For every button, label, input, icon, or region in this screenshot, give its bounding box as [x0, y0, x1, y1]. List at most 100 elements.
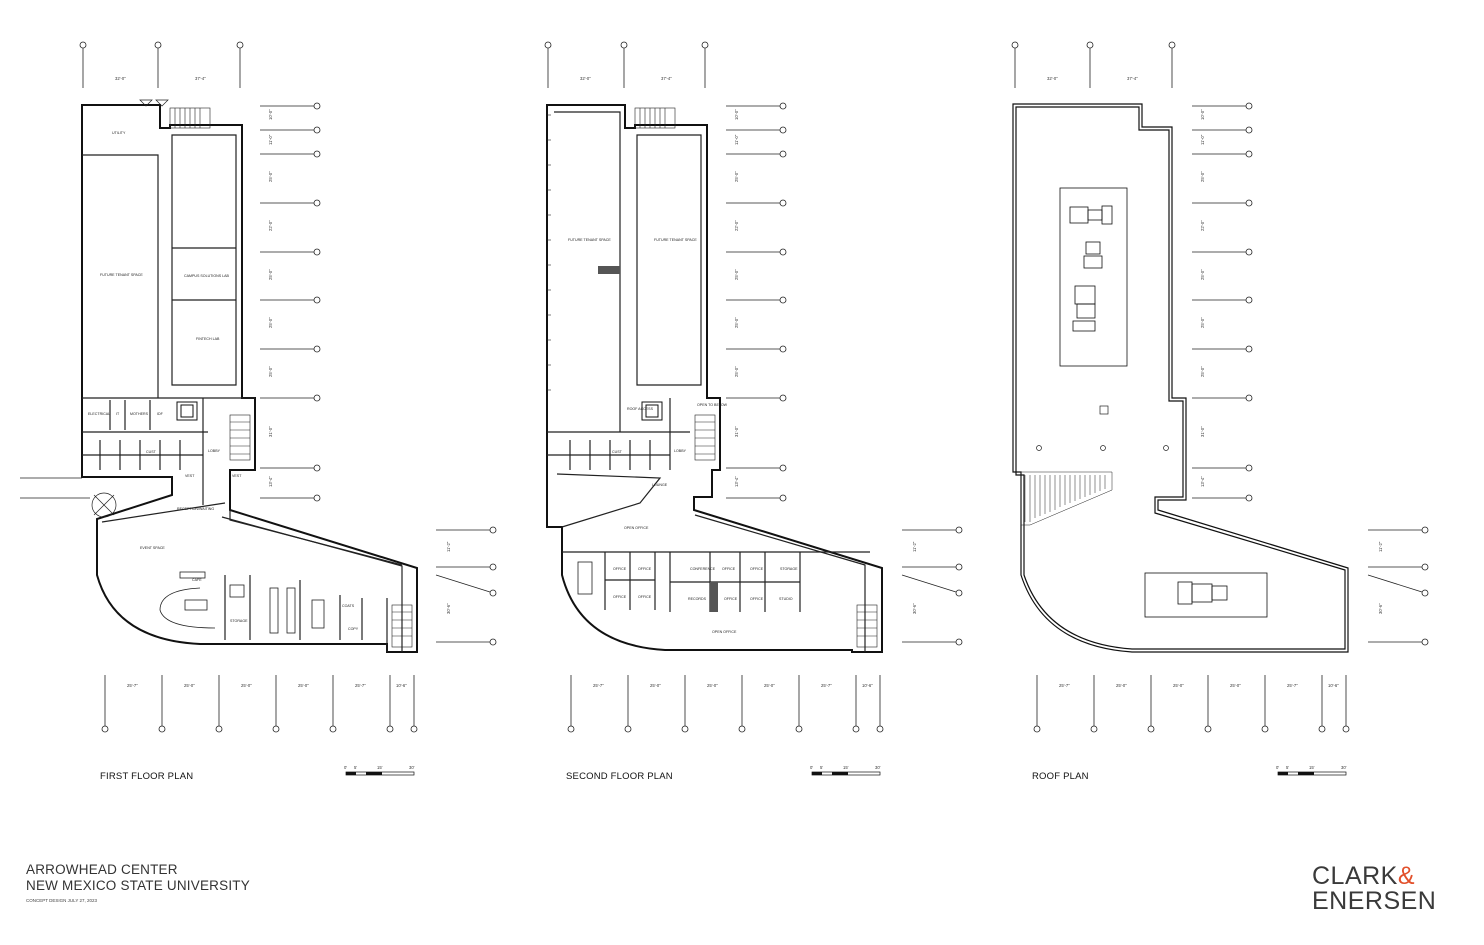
plan-title: SECOND FLOOR PLAN	[566, 771, 673, 782]
top-dim-1: 32'-0"	[1047, 76, 1058, 81]
top-dim-1: 32'-0"	[115, 76, 126, 81]
scale-label-1: 5'	[354, 765, 357, 770]
right-dim-1: 10'-0"	[268, 109, 273, 120]
right-dim-1: 10'-0"	[734, 109, 739, 120]
right-dim-6: 25'-0"	[268, 317, 273, 328]
logo-bottom: ENERSEN	[1312, 887, 1437, 915]
scale-label-1: 5'	[1286, 765, 1289, 770]
bottom-dim-6: 10'-6"	[1328, 683, 1339, 688]
scale-bar: 0' 5' 15' 30'	[810, 765, 881, 776]
right-dim-5: 25'-0"	[1200, 269, 1205, 280]
bottom-grid-lines	[567, 675, 884, 733]
room-event-space: EVENT SPACE	[140, 546, 165, 550]
room-office: OFFICE	[638, 567, 652, 571]
room-records: RECORDS	[688, 597, 707, 601]
room-idf: IDF	[157, 412, 164, 416]
plan-title: FIRST FLOOR PLAN	[100, 771, 193, 782]
scale-label-3: 30'	[875, 765, 881, 770]
room-mothers: MOTHERS	[130, 412, 149, 416]
right-dim-3: 25'-0"	[1200, 171, 1205, 182]
window-ticks	[547, 114, 551, 391]
top-grid-lines	[1011, 41, 1176, 88]
right-dim-8: 31'-0"	[268, 426, 273, 437]
room-office: OFFICE	[750, 567, 764, 571]
interior-walls	[82, 134, 403, 652]
right-dim-labels: 10'-0" 11'-0" 25'-0" 22'-0" 25'-0" 25'-0…	[1200, 109, 1205, 487]
room-future-tenant-b: FUTURE TENANT SPACE	[654, 238, 697, 242]
angle-dim-1: 11'-2"	[912, 541, 917, 552]
bottom-dim-5: 25'-7"	[1287, 683, 1298, 688]
bottom-dim-labels: 25'-7" 25'-0" 25'-0" 25'-0" 25'-7" 10'-6…	[127, 683, 407, 688]
top-grid-lines	[79, 41, 244, 88]
first-floor-plan: 32'-0" 37'-4" 10'-0" 11'-0" 25'-0" 22'-0…	[20, 41, 497, 782]
right-dim-2: 11'-0"	[734, 134, 739, 145]
building-walls	[81, 104, 418, 653]
scale-label-2: 15'	[1309, 765, 1315, 770]
solid-columns	[598, 266, 718, 612]
bottom-dim-labels: 25'-7" 25'-0" 25'-0" 25'-0" 25'-7" 10'-6…	[593, 683, 873, 688]
scale-label-2: 15'	[377, 765, 383, 770]
room-campus-lab: CAMPUS SOLUTIONS LAB	[184, 274, 230, 278]
right-dim-6: 25'-0"	[734, 317, 739, 328]
angled-grid-lines	[901, 526, 963, 646]
right-dim-1: 10'-0"	[1200, 109, 1205, 120]
right-dim-5: 25'-0"	[734, 269, 739, 280]
room-office: OFFICE	[722, 567, 736, 571]
room-future-tenant: FUTURE TENANT SPACE	[100, 273, 143, 277]
scale-label-0: 0'	[1276, 765, 1279, 770]
right-dim-9: 13'-4"	[1200, 476, 1205, 487]
angle-dim-2: 30'-6"	[912, 603, 917, 614]
scale-bar: 0' 5' 15' 30'	[1276, 765, 1347, 776]
bottom-dim-3: 25'-0"	[707, 683, 718, 688]
scale-label-2: 15'	[843, 765, 849, 770]
bottom-dim-6: 10'-6"	[396, 683, 407, 688]
room-office: OFFICE	[613, 595, 627, 599]
room-office: OFFICE	[750, 597, 764, 601]
bottom-dim-6: 10'-6"	[862, 683, 873, 688]
right-dim-8: 31'-0"	[734, 426, 739, 437]
room-conference: CONFERENCE	[690, 567, 716, 571]
issue-date: CONCEPT DESIGN JULY 27, 2023	[26, 898, 98, 903]
room-coats: COATS	[342, 604, 355, 608]
scale-label-0: 0'	[810, 765, 813, 770]
roof-plan: 32'-0" 37'-4" 10'-0" 11'-0" 25'-0" 22'-0…	[1011, 41, 1429, 782]
right-dim-9: 13'-4"	[268, 476, 273, 487]
plan-title: ROOF PLAN	[1032, 771, 1089, 782]
room-office: OFFICE	[613, 567, 627, 571]
scale-label-1: 5'	[820, 765, 823, 770]
client-name: NEW MEXICO STATE UNIVERSITY	[26, 878, 250, 893]
scale-label-3: 30'	[409, 765, 415, 770]
building-walls	[546, 104, 883, 653]
right-grid-lines	[726, 102, 787, 502]
bottom-grid-lines	[1033, 675, 1350, 733]
scale-label-3: 30'	[1341, 765, 1347, 770]
top-dim-1: 32'-0"	[580, 76, 591, 81]
room-office: OFFICE	[724, 597, 738, 601]
bottom-dim-4: 25'-0"	[298, 683, 309, 688]
right-dim-3: 25'-0"	[268, 171, 273, 182]
angled-grid-lines	[435, 526, 497, 646]
mechanical-enclosure-south	[1144, 572, 1268, 618]
right-dim-7: 25'-0"	[268, 366, 273, 377]
bottom-dim-5: 25'-7"	[355, 683, 366, 688]
room-future-tenant-a: FUTURE TENANT SPACE	[568, 238, 611, 242]
angled-grid-lines	[1367, 526, 1429, 646]
angle-dim-2: 30'-6"	[446, 603, 451, 614]
room-lounge: LOUNGE	[652, 483, 668, 487]
right-dim-7: 25'-0"	[734, 366, 739, 377]
angle-dim-1: 11'-2"	[1378, 541, 1383, 552]
room-vest-1: VEST	[185, 474, 195, 478]
stairs	[634, 107, 878, 648]
stairs	[169, 107, 413, 648]
room-lobby: LOBBY	[674, 449, 687, 453]
right-dim-7: 25'-0"	[1200, 366, 1205, 377]
right-dim-2: 11'-0"	[268, 134, 273, 145]
top-dim-2: 37'-4"	[661, 76, 672, 81]
logo-ampersand: &	[1397, 862, 1416, 890]
bottom-dim-labels: 25'-7" 25'-0" 25'-0" 25'-0" 25'-7" 10'-6…	[1059, 683, 1339, 688]
right-dim-labels: 10'-0" 11'-0" 25'-0" 22'-0" 25'-0" 25'-0…	[268, 109, 273, 487]
entry-exterior	[20, 99, 169, 518]
firm-logo: CLARK& ENERSEN	[1312, 864, 1436, 914]
roof-drains	[1036, 405, 1169, 451]
scale-label-0: 0'	[344, 765, 347, 770]
